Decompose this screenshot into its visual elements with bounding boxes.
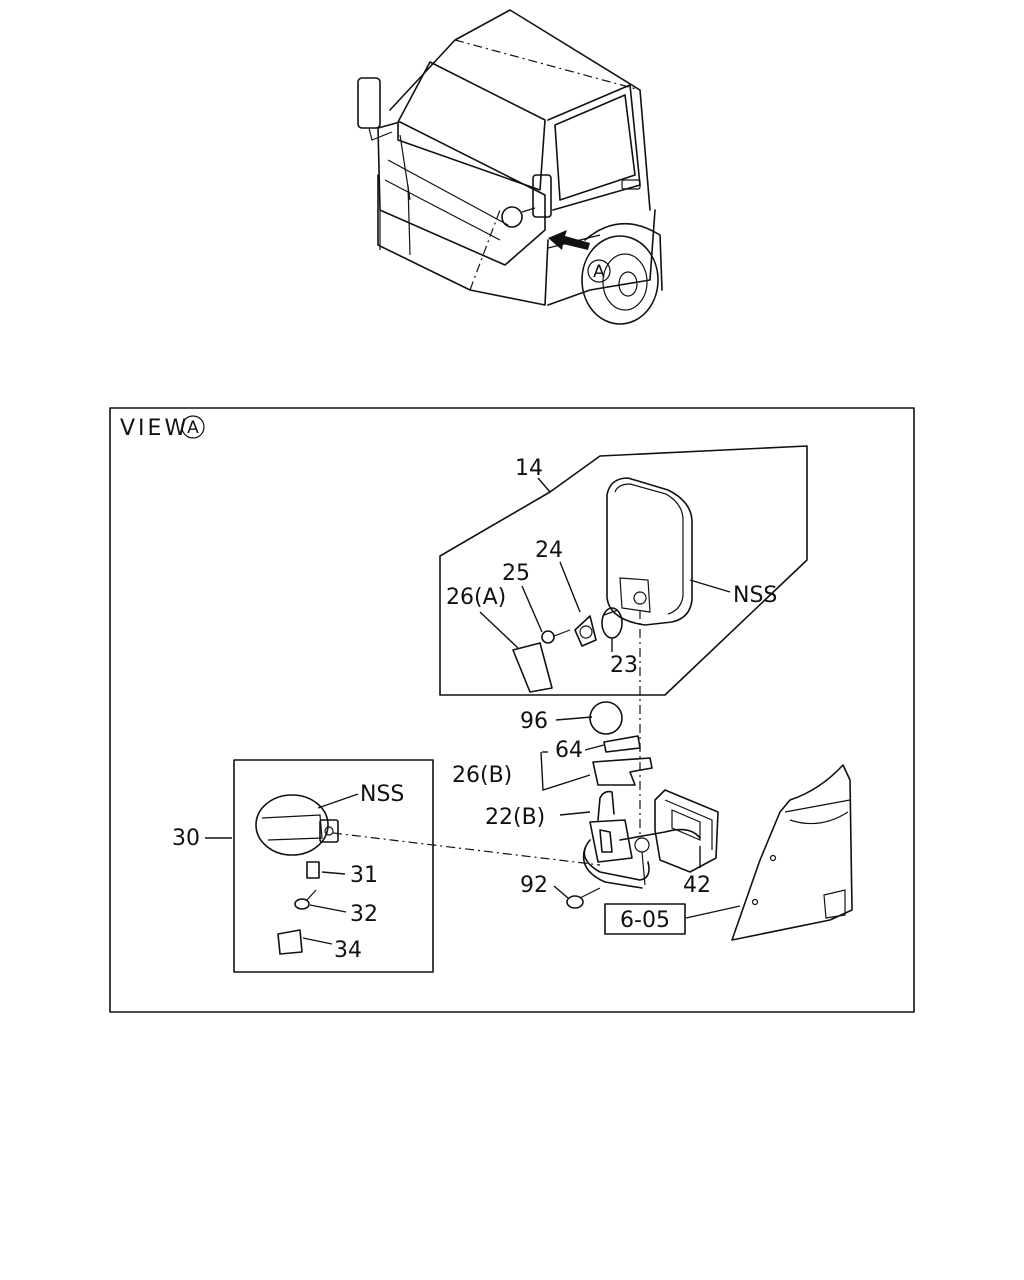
mirror-arm-22b [582, 790, 701, 889]
callout-30: 30 [172, 826, 200, 851]
mirror-assembly-group-outline [439, 445, 808, 696]
callout-25: 25 [502, 561, 530, 586]
cap-part-96 [589, 701, 623, 735]
callout-32: 32 [350, 902, 378, 927]
mirror-small-parts [512, 607, 623, 693]
reference-label: 6-05 [620, 908, 670, 933]
callout-64: 64 [555, 738, 583, 763]
callout-96: 96 [520, 709, 548, 734]
small-mirror-drawing [255, 794, 339, 856]
callout-26a: 26(A) [446, 585, 506, 610]
truck-view-marker: A [593, 262, 605, 282]
callout-34: 34 [334, 938, 362, 963]
bracket-part-26b [592, 757, 653, 786]
seal-part-64 [603, 735, 641, 753]
screw-part-32 [294, 889, 317, 910]
view-a-frame [109, 407, 915, 1013]
mounting-bracket-42 [654, 789, 719, 873]
callout-42: 42 [683, 873, 711, 898]
inset-box-30 [233, 759, 434, 973]
callout-nss-inset: NSS [360, 782, 404, 807]
callout-31: 31 [350, 863, 378, 888]
mirror-head-drawing [606, 477, 693, 626]
bolt-part-92 [566, 887, 601, 909]
reference-box[interactable] [604, 903, 686, 935]
callout-92: 92 [520, 873, 548, 898]
callout-23: 23 [610, 653, 638, 678]
callout-24: 24 [535, 538, 563, 563]
cap-part-34 [277, 929, 303, 955]
callout-26b: 26(B) [452, 763, 512, 788]
cab-side-panel [731, 764, 853, 941]
callout-14: 14 [515, 456, 543, 481]
callout-22b: 22(B) [485, 805, 545, 830]
view-marker: A [187, 418, 199, 438]
clip-part-31 [306, 861, 320, 879]
truck-overview-illustration: A [357, 9, 663, 325]
view-title: VIEW [120, 416, 189, 441]
callout-nss-mirror: NSS [733, 583, 777, 608]
